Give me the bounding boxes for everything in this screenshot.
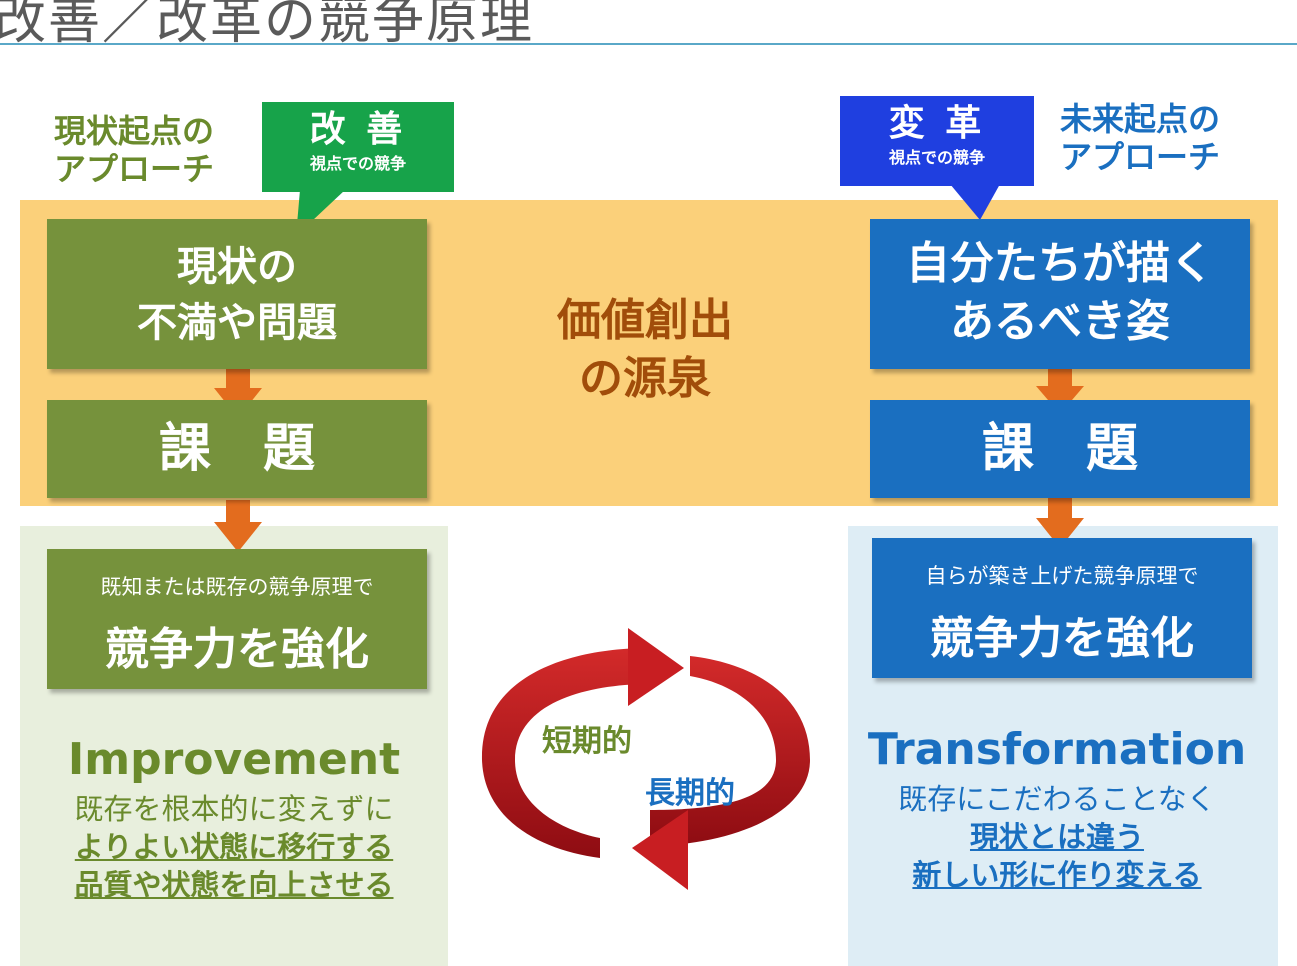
value-source-line1: 価値創出 xyxy=(557,295,733,346)
transformation-heading: Transformation xyxy=(867,724,1247,775)
left-strengthen-box: 既知または既存の競争原理で 競争力を強化 xyxy=(47,549,427,689)
improvement-desc-line3: 品質や状態を向上させる xyxy=(74,868,394,902)
kaizen-tag-sub-bold: 競争 xyxy=(374,154,407,173)
right-strengthen-small: 自らが築き上げた競争原理で xyxy=(925,564,1199,588)
kaizen-tag-subtitle: 視点での競争 xyxy=(262,154,454,174)
henkaku-tag-sub-bold: 競争 xyxy=(953,148,986,167)
left-approach-line1: 現状起点の xyxy=(54,112,215,150)
left-strengthen-big: 競争力を強化 xyxy=(105,624,369,675)
left-approach-line2: アプローチ xyxy=(54,150,215,188)
title-divider xyxy=(0,43,1297,45)
kaizen-tag-sub-pre: 視点での xyxy=(309,154,374,173)
transformation-desc-line2: 現状とは違う xyxy=(969,820,1144,854)
left-issue-box: 課 題 xyxy=(47,400,427,498)
right-vision-line2: あるべき姿 xyxy=(950,296,1170,347)
right-strengthen-box: 自らが築き上げた競争原理で 競争力を強化 xyxy=(872,538,1252,678)
right-approach-label: 未来起点の アプローチ xyxy=(1060,100,1220,176)
cycle-long-term-label: 長期的 xyxy=(645,776,735,811)
henkaku-tag-subtitle: 視点での競争 xyxy=(840,148,1034,168)
transformation-desc-line3: 新しい形に作り変える xyxy=(912,858,1202,892)
improvement-desc-line1: 既存を根本的に変えずに xyxy=(74,792,394,826)
henkaku-tag: 変 革 視点での競争 xyxy=(840,96,1034,186)
kaizen-tag-title: 改 善 xyxy=(309,109,407,150)
henkaku-tag-pointer xyxy=(950,184,1000,220)
right-approach-line1: 未来起点の xyxy=(1060,100,1221,138)
right-arrow-2 xyxy=(1036,496,1084,548)
right-vision-box: 自分たちが描く あるべき姿 xyxy=(870,219,1250,369)
left-problem-line2: 不満や問題 xyxy=(137,300,337,346)
left-arrow-2 xyxy=(214,500,262,552)
cycle-arrows xyxy=(481,628,810,890)
page-title: 改善／改革の競争原理 xyxy=(0,0,535,51)
improvement-description: 既存を根本的に変えずに よりよい状態に移行する 品質や状態を向上させる xyxy=(20,790,448,904)
right-issue-box: 課 題 xyxy=(870,400,1250,498)
value-source-label: 価値創出 の源泉 xyxy=(520,292,770,408)
left-approach-label: 現状起点の アプローチ xyxy=(54,112,214,188)
kaizen-tag: 改 善 視点での競争 xyxy=(262,102,454,192)
right-vision-line1: 自分たちが描く xyxy=(906,238,1214,289)
left-strengthen-small: 既知または既存の競争原理で xyxy=(100,575,374,599)
improvement-heading: Improvement xyxy=(67,734,401,785)
value-source-line2: の源泉 xyxy=(579,353,711,404)
right-strengthen-big: 競争力を強化 xyxy=(930,613,1194,664)
transformation-description: 既存にこだわることなく 現状とは違う 新しい形に作り変える xyxy=(848,780,1266,894)
henkaku-tag-title: 変 革 xyxy=(888,103,986,144)
left-problem-box: 現状の 不満や問題 xyxy=(47,219,427,369)
right-approach-line2: アプローチ xyxy=(1060,138,1221,176)
left-problem-line1: 現状の xyxy=(177,244,297,290)
henkaku-tag-sub-pre: 視点での xyxy=(888,148,953,167)
improvement-desc-line2: よりよい状態に移行する xyxy=(74,830,394,864)
transformation-desc-line1: 既存にこだわることなく xyxy=(898,782,1216,816)
cycle-short-term-label: 短期的 xyxy=(542,724,632,759)
